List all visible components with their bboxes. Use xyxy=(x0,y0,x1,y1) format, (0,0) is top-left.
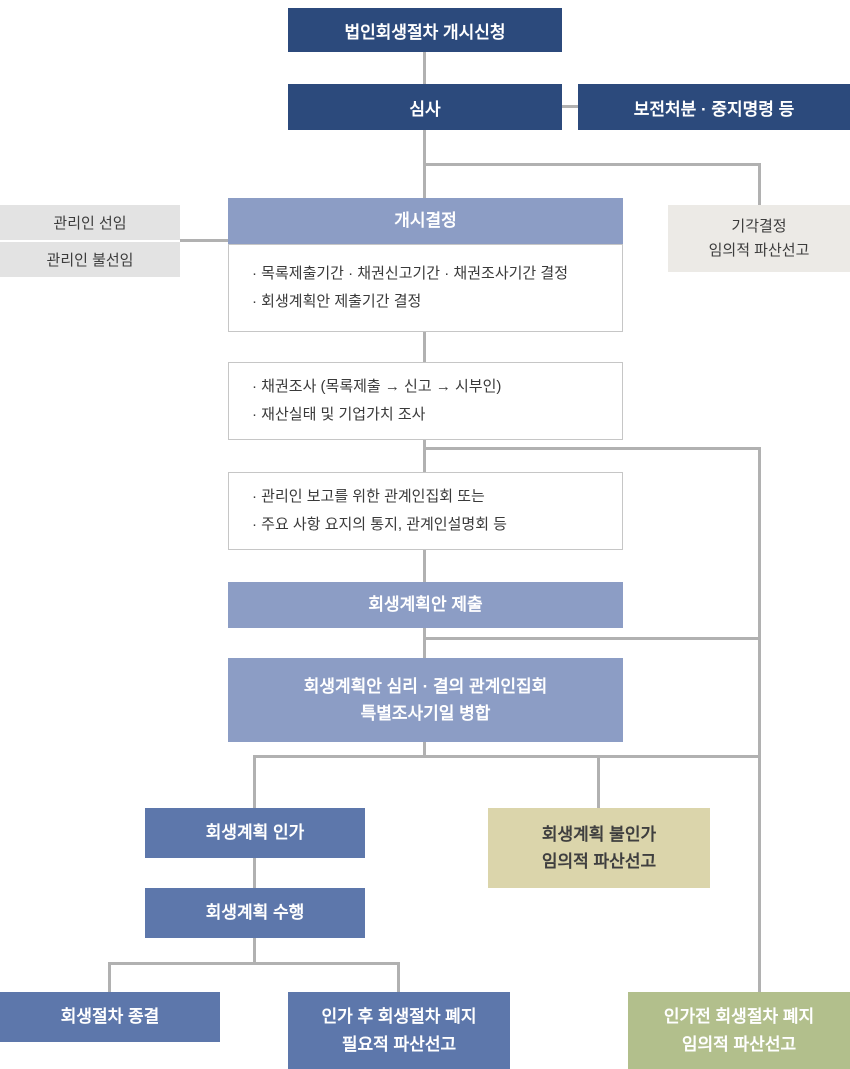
connector-bottom-horizontal xyxy=(108,962,400,965)
connector-right-vertical xyxy=(758,447,761,992)
pre-abolition-line1: 인가전 회생절차 폐지 xyxy=(663,1007,815,1027)
commencement-details-line1: · 목록제출기간 · 채권신고기간 · 채권조사기간 결정 xyxy=(252,265,568,283)
connector-hearing-down xyxy=(423,742,426,758)
node-preservation-order: 보전처분 · 중지명령 등 xyxy=(578,84,850,130)
node-custodian-not-appointed-label: 관리인 불선임 xyxy=(46,252,134,269)
post-abolition-line1: 인가 후 회생절차 폐지 xyxy=(321,1007,477,1027)
connector-disapproval-vertical xyxy=(597,755,600,808)
node-preservation-order-label: 보전처분 · 중지명령 등 xyxy=(633,99,795,119)
node-plan-disapproval: 회생계획 불인가 임의적 파산선고 xyxy=(488,808,710,888)
pre-abolition-line2: 임의적 파산선고 xyxy=(681,1034,797,1054)
connector-post-abolition-vertical xyxy=(397,962,400,992)
plan-disapproval-line2: 임의적 파산선고 xyxy=(541,852,657,871)
connector-dismissal-horizontal xyxy=(423,163,761,166)
node-plan-approval-label: 회생계획 인가 xyxy=(205,823,305,843)
post-abolition-line2: 필요적 파산선고 xyxy=(341,1034,457,1054)
connector-submission-hearing xyxy=(423,628,426,658)
connector-details-investigation xyxy=(423,332,426,362)
connector-submission-right-tap xyxy=(423,637,761,640)
node-plan-execution-label: 회생계획 수행 xyxy=(205,903,305,923)
node-procedure-closure-label: 회생절차 종결 xyxy=(60,1007,160,1027)
claim-investigation-line1: · 채권조사 (목록제출 → 신고 → 시부인) xyxy=(252,378,502,396)
node-procedure-closure: 회생절차 종결 xyxy=(0,992,220,1042)
node-claim-investigation: · 채권조사 (목록제출 → 신고 → 시부인) · 재산실태 및 기업가치 조… xyxy=(228,362,623,440)
plan-hearing-line1: 회생계획안 심리 · 결의 관계인집회 xyxy=(303,676,548,696)
connector-custodian xyxy=(180,239,228,242)
node-start: 법인회생절차 개시신청 xyxy=(288,8,562,52)
node-custodian-appointed-label: 관리인 선임 xyxy=(53,215,127,232)
node-plan-submission: 회생계획안 제출 xyxy=(228,582,623,628)
node-review: 심사 xyxy=(288,84,562,130)
node-plan-execution: 회생계획 수행 xyxy=(145,888,365,938)
node-post-approval-abolition: 인가 후 회생절차 폐지 필요적 파산선고 xyxy=(288,992,510,1069)
assembly-line2: · 주요 사항 요지의 통지, 관계인설명회 등 xyxy=(252,516,507,533)
connector-closure-vertical xyxy=(108,962,111,992)
node-dismissal-line1: 기각결정 xyxy=(731,217,787,235)
node-custodian-not-appointed: 관리인 불선임 xyxy=(0,242,180,277)
assembly-line1: · 관리인 보고를 위한 관계인집회 또는 xyxy=(252,488,485,506)
node-commencement-decision: 개시결정 xyxy=(228,198,623,244)
node-commencement-decision-label: 개시결정 xyxy=(394,211,457,231)
plan-hearing-line2: 특별조사기일 병합 xyxy=(360,704,491,723)
node-commencement-details: · 목록제출기간 · 채권신고기간 · 채권조사기간 결정 · 회생계획안 제출… xyxy=(228,244,623,332)
node-interested-parties-assembly: · 관리인 보고를 위한 관계인집회 또는 · 주요 사항 요지의 통지, 관계… xyxy=(228,472,623,550)
connector-dismissal-vertical xyxy=(758,163,761,205)
node-plan-hearing: 회생계획안 심리 · 결의 관계인집회 특별조사기일 병합 xyxy=(228,658,623,742)
connector-approval-execution xyxy=(253,858,256,888)
node-plan-approval: 회생계획 인가 xyxy=(145,808,365,858)
node-review-label: 심사 xyxy=(409,99,441,119)
connector-assembly-submission xyxy=(423,550,426,582)
connector-start-review xyxy=(423,52,426,84)
connector-investigation-assembly xyxy=(423,440,426,472)
plan-disapproval-line1: 회생계획 불인가 xyxy=(541,824,657,844)
connector-right-branch-horizontal xyxy=(423,447,761,450)
node-dismissal-decision: 기각결정 임의적 파산선고 xyxy=(668,205,850,272)
connector-approval-vertical xyxy=(253,755,256,808)
node-start-label: 법인회생절차 개시신청 xyxy=(344,22,506,42)
node-custodian-appointed: 관리인 선임 xyxy=(0,205,180,240)
commencement-details-line2: · 회생계획안 제출기간 결정 xyxy=(252,293,422,310)
connector-split-horizontal xyxy=(253,755,761,758)
node-plan-submission-label: 회생계획안 제출 xyxy=(368,595,483,615)
node-dismissal-line2: 임의적 파산선고 xyxy=(708,241,810,259)
node-pre-approval-abolition: 인가전 회생절차 폐지 임의적 파산선고 xyxy=(628,992,850,1069)
connector-review-preservation xyxy=(562,105,578,108)
claim-investigation-line2: · 재산실태 및 기업가치 조사 xyxy=(252,406,426,423)
connector-execution-down xyxy=(253,938,256,965)
